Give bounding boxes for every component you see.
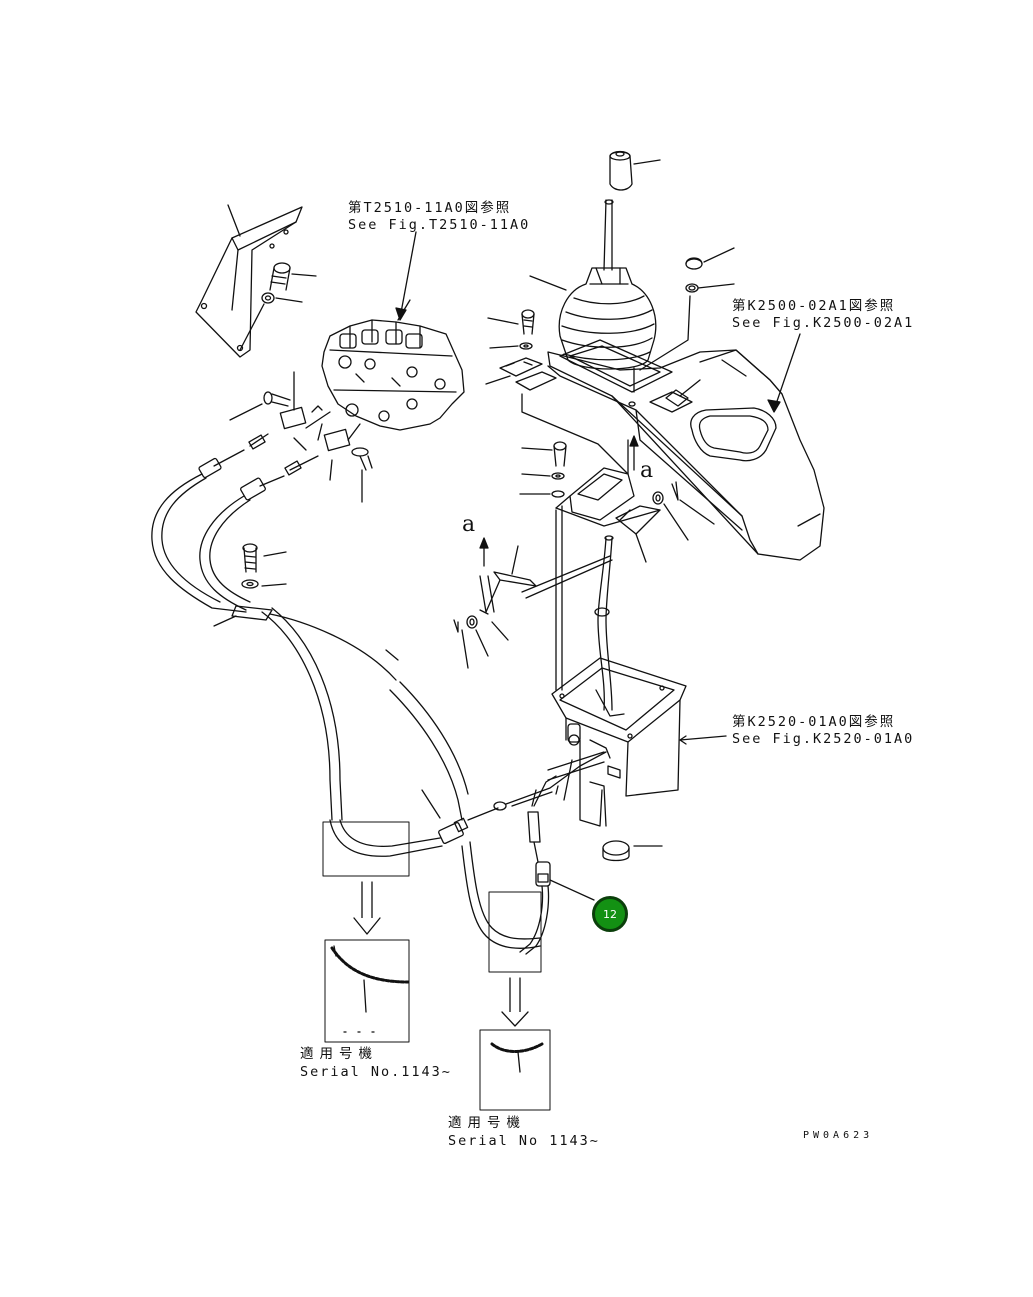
serial-right-jp: 適用号機 bbox=[448, 1115, 526, 1131]
grommet bbox=[603, 841, 662, 861]
cable-runs bbox=[262, 608, 540, 948]
callout-number: 12 bbox=[603, 907, 617, 921]
boot-plate bbox=[560, 340, 672, 406]
serial-left-jp: 適用号機 bbox=[300, 1046, 378, 1062]
bracket-left bbox=[196, 205, 302, 357]
cable-right bbox=[200, 438, 318, 610]
arrow-a-right bbox=[630, 436, 638, 470]
detail-right bbox=[480, 892, 550, 1110]
spool-clevis bbox=[280, 372, 372, 502]
bolts-center bbox=[488, 310, 566, 497]
cover bbox=[548, 350, 824, 560]
ref-lever-box-jp: 第K2520-01A0図参照 bbox=[732, 714, 896, 730]
ref-mark-a-left: a bbox=[462, 512, 476, 537]
washer-pin bbox=[636, 482, 714, 562]
control-valve bbox=[322, 300, 464, 430]
cable-left bbox=[152, 434, 268, 612]
cable-end-lower bbox=[422, 752, 606, 844]
travel-lever bbox=[556, 506, 613, 710]
ref-mark-a-right: a bbox=[640, 458, 654, 483]
link-rod bbox=[454, 538, 612, 668]
ref-leaders bbox=[396, 232, 800, 412]
detail-left bbox=[323, 822, 409, 1042]
ref-cover-en: See Fig.K2500-02A1 bbox=[732, 315, 915, 331]
lever-knob bbox=[604, 152, 660, 271]
bolt-bracket bbox=[240, 263, 316, 350]
ref-valve-en: See Fig.T2510-11A0 bbox=[348, 217, 531, 233]
ref-cover-jp: 第K2500-02A1図参照 bbox=[732, 298, 896, 314]
serial-left-en: Serial No.1143~ bbox=[300, 1064, 452, 1080]
ref-lever-box-en: See Fig.K2520-01A0 bbox=[732, 731, 915, 747]
serial-right-en: Serial No 1143~ bbox=[448, 1133, 600, 1149]
callout-badge-12[interactable]: 12 bbox=[592, 896, 628, 932]
cap-nut bbox=[634, 248, 734, 392]
ref-valve-jp: 第T2510-11A0図参照 bbox=[348, 200, 512, 216]
bolt-left bbox=[230, 392, 290, 420]
lever-boot bbox=[530, 268, 656, 369]
lever-box bbox=[548, 658, 726, 826]
plates bbox=[486, 358, 556, 390]
cable-12 bbox=[520, 776, 594, 954]
drawing-code: PW0A623 bbox=[803, 1130, 874, 1141]
support-bracket bbox=[522, 394, 660, 534]
cable-clamp bbox=[214, 544, 286, 626]
